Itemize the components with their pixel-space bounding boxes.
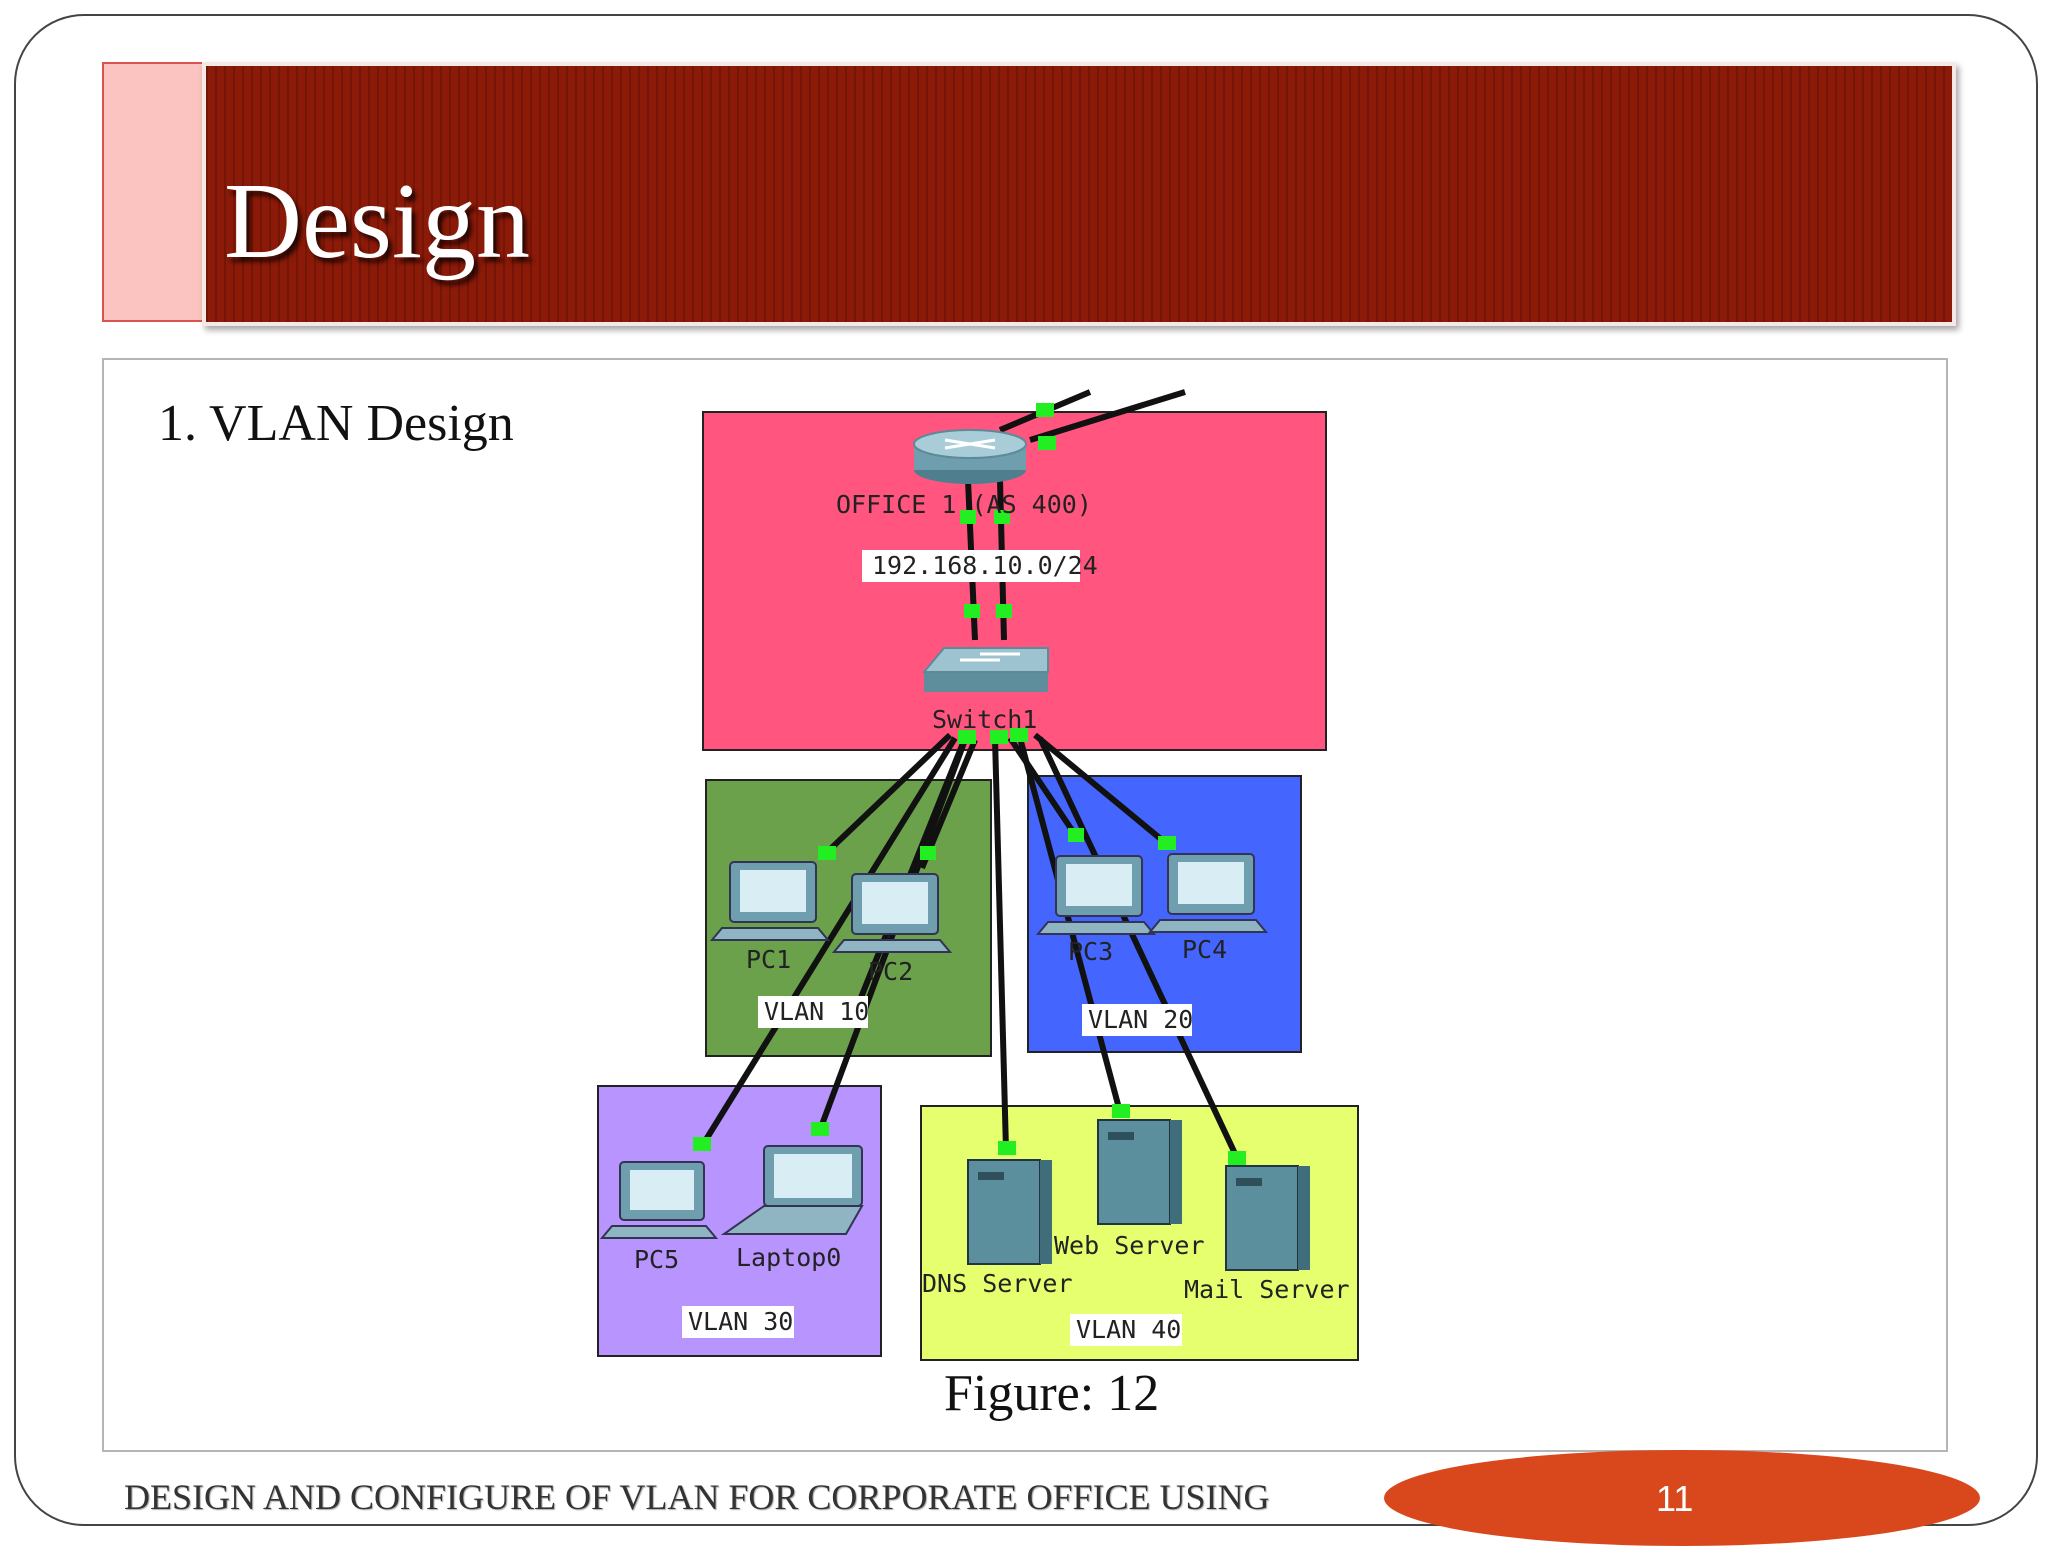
router-label: OFFICE 1 (AS 400) [836, 490, 1092, 519]
vlan40-label-bg [1070, 1314, 1182, 1346]
footer-title: DESIGN AND CONFIGURE OF VLAN FOR CORPORA… [124, 1477, 1270, 1517]
pc5-icon [599, 1161, 719, 1239]
pc2-label: PC2 [868, 957, 913, 986]
vlan20-label: VLAN 20 [1088, 1005, 1193, 1034]
web-server-icon [1097, 1119, 1182, 1225]
dns-server-label: DNS Server [922, 1269, 1073, 1298]
slide-title: Design [224, 162, 530, 281]
pc1-label: PC1 [746, 945, 791, 974]
switch-label: Switch1 [932, 705, 1037, 734]
page-number-badge [1384, 1450, 1980, 1546]
section-heading: 1. VLAN Design [158, 395, 514, 452]
pc4-icon [1147, 853, 1269, 933]
title-banner [202, 62, 1956, 326]
vlan30-label-bg [682, 1306, 794, 1338]
router-icon [913, 429, 1027, 484]
pc1-icon [709, 861, 831, 941]
title-accent-tab [102, 62, 208, 322]
vlan10-label: VLAN 10 [764, 997, 869, 1026]
mail-server-icon [1225, 1165, 1310, 1271]
network-label: 192.168.10.0/24 [872, 551, 1098, 580]
pc4-label: PC4 [1182, 935, 1227, 964]
vlan20-label-bg [1082, 1004, 1192, 1036]
pc3-label: PC3 [1068, 937, 1113, 966]
switch-icon [921, 647, 1049, 692]
vlan30-label: VLAN 30 [688, 1307, 793, 1336]
figure-caption: Figure: 12 [944, 1365, 1160, 1422]
vlan10-label-bg [758, 996, 868, 1028]
pc5-label: PC5 [634, 1245, 679, 1274]
laptop-icon [720, 1145, 864, 1235]
dns-server-icon [967, 1159, 1052, 1265]
web-server-label: Web Server [1054, 1231, 1205, 1260]
page-number: 11 [1656, 1478, 1694, 1519]
mail-server-label: Mail Server [1184, 1275, 1350, 1304]
port-markers [693, 403, 1246, 1165]
laptop-label: Laptop0 [736, 1243, 841, 1272]
vlan40-label: VLAN 40 [1076, 1315, 1181, 1344]
pc3-icon [1035, 855, 1157, 935]
pc2-icon [831, 873, 953, 953]
network-label-bg [862, 550, 1080, 582]
